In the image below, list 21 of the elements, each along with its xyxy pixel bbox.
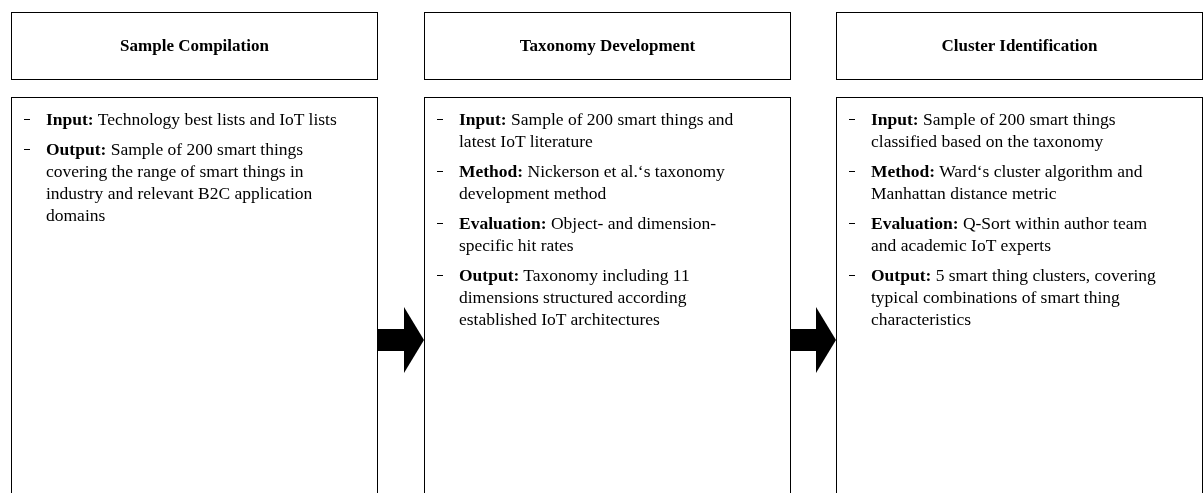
stage-header-box <box>11 12 378 80</box>
stage-detail-box <box>424 97 791 493</box>
bullet-text: Method: Nickerson et al.‘s taxonomy development method <box>459 161 725 203</box>
stage-detail-box <box>11 97 378 493</box>
stage-title: Taxonomy Development <box>519 36 696 56</box>
bullet-text: Output: 5 smart thing clusters, covering typical combinations of smart thing characteristics <box>871 265 1156 329</box>
bullet-text: Evaluation: Q-Sort within author team and academic IoT experts <box>871 213 1148 255</box>
block-arrow <box>378 307 424 373</box>
stage-title: Sample Compilation <box>120 36 269 56</box>
stage-detail-box <box>836 97 1203 493</box>
bullet-text: Output: Sample of 200 smart things covering the range of smart things in industry and relevant B2C application domains <box>46 139 313 225</box>
bullet-text: Input: Sample of 200 smart things classified based on the taxonomy <box>871 109 1116 151</box>
stage-title: Cluster Identification <box>941 36 1098 56</box>
bullet-text: Method: Ward‘s cluster algorithm and Manhattan distance metric <box>871 161 1143 203</box>
bullet-text: Input: Sample of 200 smart things and latest IoT literature <box>459 109 734 151</box>
block-arrow <box>791 307 836 373</box>
stage-header-box <box>424 12 791 80</box>
bullet-text: Output: Taxonomy including 11 dimensions structured according established IoT architectures <box>459 265 690 329</box>
bullet-text: Input: Technology best lists and IoT lists <box>46 109 337 129</box>
stage-header-box <box>836 12 1203 80</box>
bullet-text: Evaluation: Object- and dimension-specific hit rates <box>459 213 717 255</box>
